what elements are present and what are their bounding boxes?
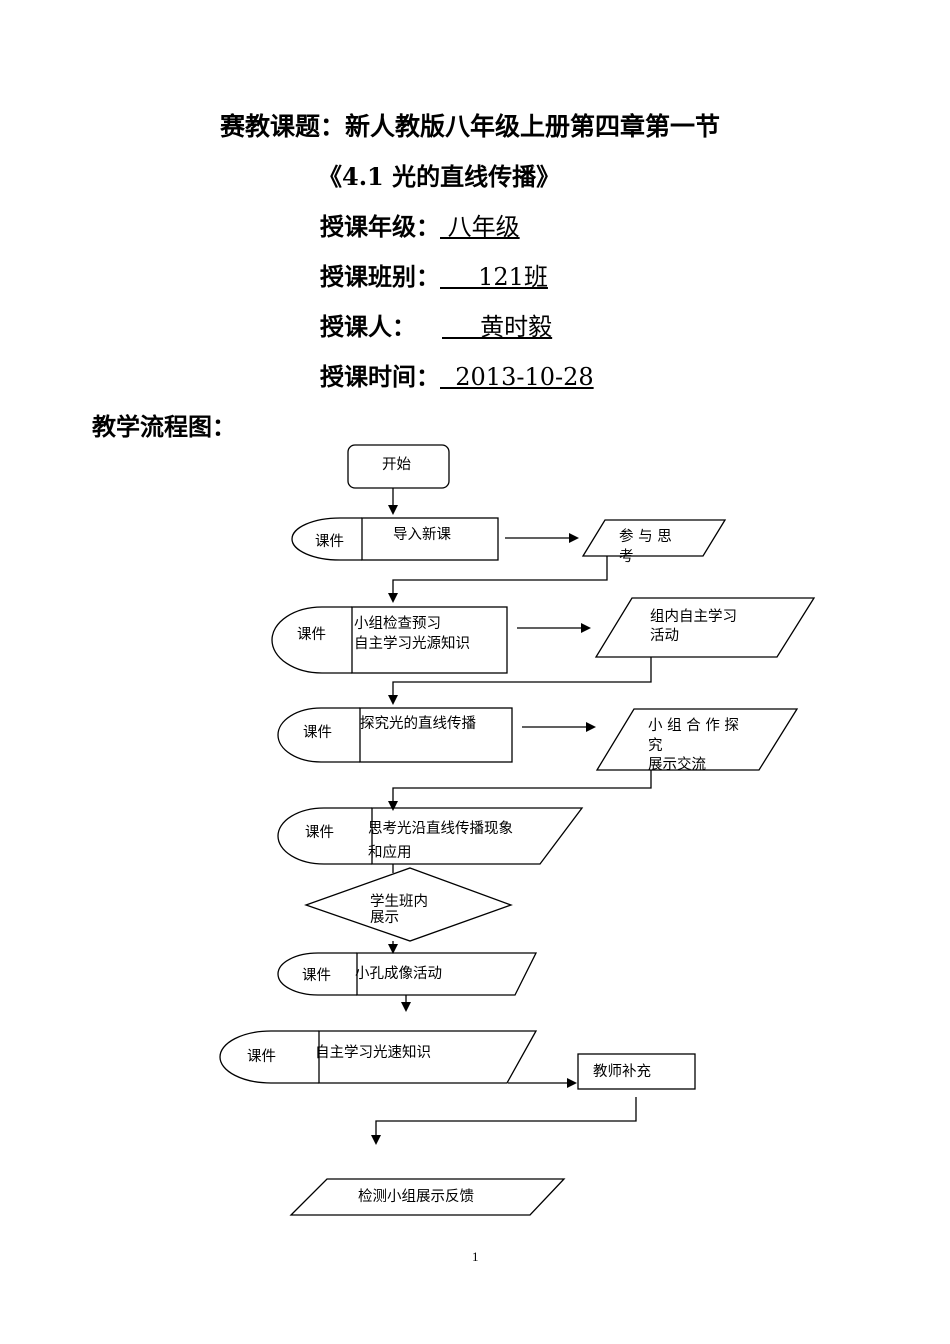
step1-label: 导入新课 <box>393 526 451 543</box>
step2-line1: 小组检查预习 <box>354 615 441 632</box>
teacher-supplement-box <box>577 1053 696 1090</box>
student-shape-2 <box>594 597 816 658</box>
courseware-shape-4 <box>277 807 372 865</box>
step5-label: 小孔成像活动 <box>355 965 442 982</box>
class-label: 授课班别： <box>320 262 440 291</box>
step3-label: 探究光的直线传播 <box>360 715 476 732</box>
student3-line1: 小 组 合 作 探 <box>648 717 739 734</box>
class-value: 121班 <box>440 263 548 291</box>
date-row: 授课时间： 2013-10-28 <box>320 357 594 392</box>
student2-line2: 活动 <box>650 627 679 644</box>
courseware-shape-6 <box>219 1030 319 1084</box>
student3-line2: 究 <box>648 737 663 754</box>
courseware-label-1: 课件 <box>315 533 344 550</box>
final-label: 检测小组展示反馈 <box>358 1188 474 1205</box>
lesson-topic: 赛教课题：新人教版八年级上册第四章第一节 <box>220 112 721 141</box>
student2-line1: 组内自主学习 <box>650 608 737 625</box>
flowchart-heading: 教学流程图： <box>92 412 236 441</box>
step6-shape <box>318 1030 538 1084</box>
courseware-label-6: 课件 <box>247 1048 276 1065</box>
teacher-label: 授课人： <box>320 312 416 341</box>
decision-diamond <box>304 867 513 942</box>
teacher-row: 授课人： 黄时毅 <box>320 307 552 342</box>
student3-line3: 展示交流 <box>648 755 706 773</box>
grade-row: 授课年级： 八年级 <box>320 207 520 242</box>
step4-line1: 思考光沿直线传播现象 <box>368 820 513 837</box>
step3-box <box>359 707 513 763</box>
courseware-shape-3 <box>277 707 360 763</box>
student-shape-3 <box>595 708 799 771</box>
student1-line2: 考 <box>619 548 634 565</box>
start-label: 开始 <box>382 456 411 473</box>
step1-box <box>361 517 499 561</box>
step6-label: 自主学习光速知识 <box>315 1044 431 1061</box>
step2-line2: 自主学习光源知识 <box>354 635 470 652</box>
grade-label: 授课年级： <box>320 212 440 241</box>
lesson-title: 《4.1 光的直线传播》 <box>318 162 561 191</box>
final-shape <box>289 1178 566 1216</box>
date-value: 2013-10-28 <box>440 363 594 391</box>
page-number: 1 <box>472 1249 479 1264</box>
decision-line1: 学生班内 <box>370 893 428 910</box>
teacher-value: 黄时毅 <box>442 313 553 341</box>
courseware-shape-5 <box>277 952 357 996</box>
date-label: 授课时间： <box>320 362 440 391</box>
class-row: 授课班别： 121班 <box>320 257 548 292</box>
start-box <box>347 444 450 489</box>
courseware-label-2: 课件 <box>297 626 326 643</box>
decision-line2: 展示 <box>370 910 399 926</box>
courseware-shape-1 <box>291 517 362 561</box>
courseware-shape-2 <box>271 606 352 674</box>
step2-box <box>351 606 508 674</box>
student-shape-1 <box>581 519 727 557</box>
grade-value: 八年级 <box>440 213 520 241</box>
student1-line1: 参 与 思 <box>619 528 672 545</box>
courseware-label-3: 课件 <box>303 724 332 741</box>
step4-shape <box>371 807 584 865</box>
step5-shape <box>356 952 538 996</box>
courseware-label-5: 课件 <box>302 967 331 984</box>
teacher-supplement-label: 教师补充 <box>593 1063 651 1080</box>
step4-line2: 和应用 <box>368 843 412 861</box>
courseware-label-4: 课件 <box>305 824 334 841</box>
